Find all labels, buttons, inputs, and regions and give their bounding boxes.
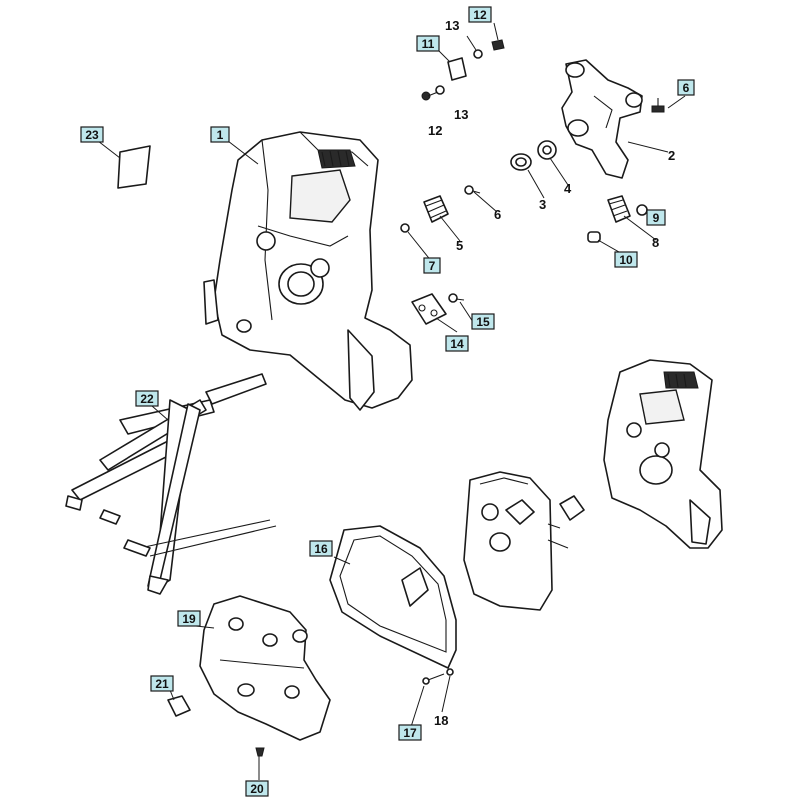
part-14-plate (411, 293, 447, 325)
callout-15-text: 15 (476, 315, 490, 329)
part-13-washer-left (435, 85, 445, 95)
callout-16: 16 (309, 540, 333, 557)
callout-23: 23 (80, 126, 104, 143)
callout-22-text: 22 (140, 392, 154, 406)
callout-12b: 12 (428, 123, 442, 138)
callout-12b-text: 12 (428, 123, 442, 138)
callout-20: 20 (245, 780, 269, 797)
callout-18-text: 18 (434, 713, 448, 728)
part-1-frame (203, 131, 413, 411)
callout-6a: 6 (494, 207, 501, 222)
part-2-bracket (561, 59, 643, 179)
part-6-screw-b (651, 98, 665, 113)
callout-13b-text: 13 (454, 107, 468, 122)
part-13-washer-top (473, 49, 483, 59)
callout-5: 5 (456, 238, 463, 253)
part-7-washer (400, 223, 410, 233)
part-16-plate (329, 525, 457, 669)
part-10-bushing (587, 231, 601, 243)
callout-1: 1 (210, 126, 230, 143)
part-21-clip (167, 695, 191, 717)
part-19-mount (199, 595, 331, 741)
callout-9-text: 9 (653, 211, 660, 225)
callout-14: 14 (445, 335, 469, 352)
callout-11-text: 11 (422, 37, 435, 51)
part-23-label (117, 145, 151, 189)
callout-17: 17 (398, 724, 422, 741)
callout-9: 9 (646, 209, 666, 226)
callout-1-text: 1 (217, 128, 224, 142)
callout-8: 8 (652, 235, 659, 250)
part-12-screw-left (421, 91, 439, 101)
callout-16-text: 16 (314, 542, 328, 556)
callout-6a-text: 6 (494, 207, 501, 222)
callout-14-text: 14 (450, 337, 464, 351)
callout-5-text: 5 (456, 238, 463, 253)
callout-17-text: 17 (403, 726, 417, 740)
callout-12a: 12 (468, 6, 492, 23)
callout-3: 3 (539, 197, 546, 212)
part-8-damper (607, 195, 631, 223)
callout-13b: 13 (454, 107, 468, 122)
part-5-damper (423, 195, 449, 223)
part-20-pin (255, 747, 265, 757)
callout-18: 18 (434, 713, 448, 728)
engine-assembly (603, 359, 723, 549)
callout-21-text: 21 (155, 677, 169, 691)
callout-4: 4 (564, 181, 572, 196)
callout-7: 7 (423, 257, 441, 274)
part-15-screw (448, 293, 465, 303)
callout-13a: 13 (445, 18, 459, 33)
callout-6b: 6 (677, 79, 695, 96)
part-11-clip (447, 57, 467, 81)
callout-19-text: 19 (182, 612, 196, 626)
leader-lines (97, 22, 686, 780)
callout-8-text: 8 (652, 235, 659, 250)
callout-2-text: 2 (668, 148, 675, 163)
callout-20-text: 20 (250, 782, 264, 796)
callout-21: 21 (150, 675, 174, 692)
part-22-harness (65, 373, 277, 595)
callout-6b-text: 6 (683, 81, 690, 95)
callout-3-text: 3 (539, 197, 546, 212)
part-4-washer (537, 140, 557, 160)
callout-19: 19 (177, 610, 201, 627)
part-3-nut (510, 153, 532, 171)
callout-22: 22 (135, 390, 159, 407)
callout-10-text: 10 (619, 253, 633, 267)
callout-12a-text: 12 (473, 8, 487, 22)
callout-2: 2 (668, 148, 675, 163)
callout-10: 10 (614, 251, 638, 268)
callout-13a-text: 13 (445, 18, 459, 33)
fuel-tank (463, 471, 585, 611)
callout-7-text: 7 (429, 259, 436, 273)
part-6-screw-a (464, 185, 481, 195)
part-18-washer (446, 668, 454, 676)
callout-15: 15 (471, 313, 495, 330)
part-17-screw (422, 673, 445, 685)
part-12-screw-top (491, 39, 505, 51)
callout-23-text: 23 (85, 128, 99, 142)
callout-11: 11 (416, 35, 440, 52)
callout-4-text: 4 (564, 181, 572, 196)
